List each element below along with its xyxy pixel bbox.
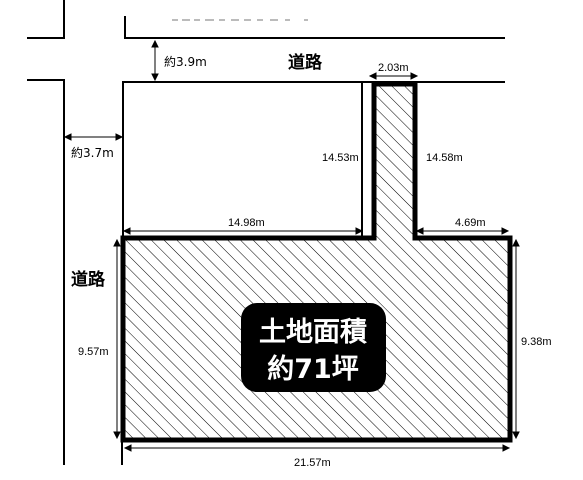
flag-left-length-label: 14.53m (322, 152, 359, 164)
road-lines (27, 0, 505, 465)
top-road-width-label: 約3.9m (164, 54, 207, 69)
left-road-label: 道路 (71, 269, 106, 290)
left-road-far-edge (27, 79, 65, 465)
area-badge-line2: 約71坪 (267, 353, 359, 385)
left-height-label: 9.57m (78, 346, 109, 358)
bottom-width-label: 21.57m (294, 457, 331, 469)
left-road-width-label: 約3.7m (71, 145, 114, 160)
area-badge-line1: 土地面積 (259, 317, 367, 348)
right-height-label: 9.38m (521, 336, 552, 348)
top-road-label: 道路 (288, 52, 323, 73)
dimension-lines (63, 39, 520, 452)
top-road-far-edge (124, 16, 505, 39)
top-left-road-corner (27, 0, 65, 39)
flag-right-length-label: 14.58m (426, 152, 463, 164)
area-badge (241, 303, 386, 392)
faded-text-marks (172, 19, 308, 21)
flag-width-label: 2.03m (378, 62, 409, 74)
upper-left-width-label: 14.98m (228, 217, 265, 229)
upper-right-width-label: 4.69m (455, 217, 486, 229)
subject-lot (120, 81, 513, 443)
